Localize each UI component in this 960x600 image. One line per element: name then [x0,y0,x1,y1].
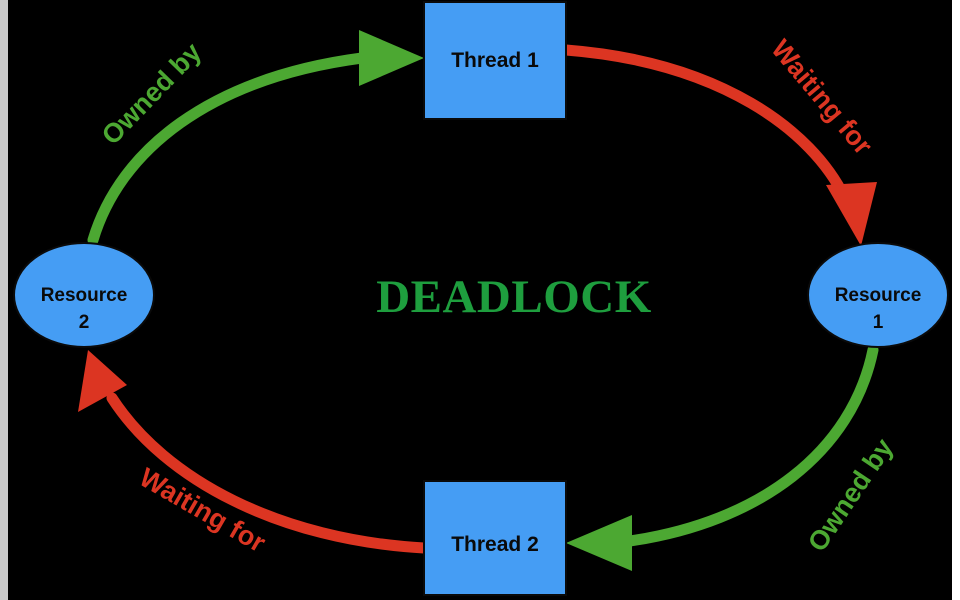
waiting-for-arrowhead-bottom-left [78,350,127,412]
node-thread-2[interactable]: Thread 2 [423,480,567,596]
edge-label-waiting-for-top-right: Waiting for [765,34,878,161]
thread-2-label: Thread 2 [451,533,539,556]
waiting-for-arrowhead-top-right [826,182,877,246]
owned-by-arrowhead-top-left [359,30,424,86]
thread-1-label: Thread 1 [451,49,539,72]
owned-by-arc-bottom-right [624,344,879,547]
resource-1-label-line-2: 1 [873,312,884,333]
resource-2-label-line-2: 2 [79,312,90,333]
edge-resource2-to-thread1 [87,30,424,246]
resource-2-circle[interactable] [13,242,155,348]
resource-2-label-line-1: Resource [41,285,128,306]
waiting-for-arc-bottom-left [106,392,430,554]
deadlock-title: DEADLOCK [376,271,652,323]
owned-by-arrowhead-bottom-right [566,515,632,571]
thread-2-box[interactable] [423,480,567,596]
right-border-strip [952,0,960,600]
waiting-for-arc-top-right [560,44,851,204]
edge-resource1-to-thread2 [566,344,879,571]
thread-1-box[interactable] [423,1,567,120]
resource-1-circle[interactable] [807,242,949,348]
deadlock-cycle-diagram: Thread 1 Resource 1 Thread 2 Resource 2 … [13,1,949,596]
node-resource-2[interactable]: Resource 2 [13,242,155,348]
owned-by-arc-top-left [87,52,368,246]
diagram-stage: Thread 1 Resource 1 Thread 2 Resource 2 … [8,0,952,600]
resource-1-label-line-1: Resource [835,285,922,306]
edge-thread1-to-resource1 [560,44,877,246]
edge-label-owned-by-top-left: Owned by [96,37,207,151]
node-resource-1[interactable]: Resource 1 [807,242,949,348]
left-border-strip [0,0,8,600]
node-thread-1[interactable]: Thread 1 [423,1,567,120]
edge-thread2-to-resource2 [78,350,430,554]
